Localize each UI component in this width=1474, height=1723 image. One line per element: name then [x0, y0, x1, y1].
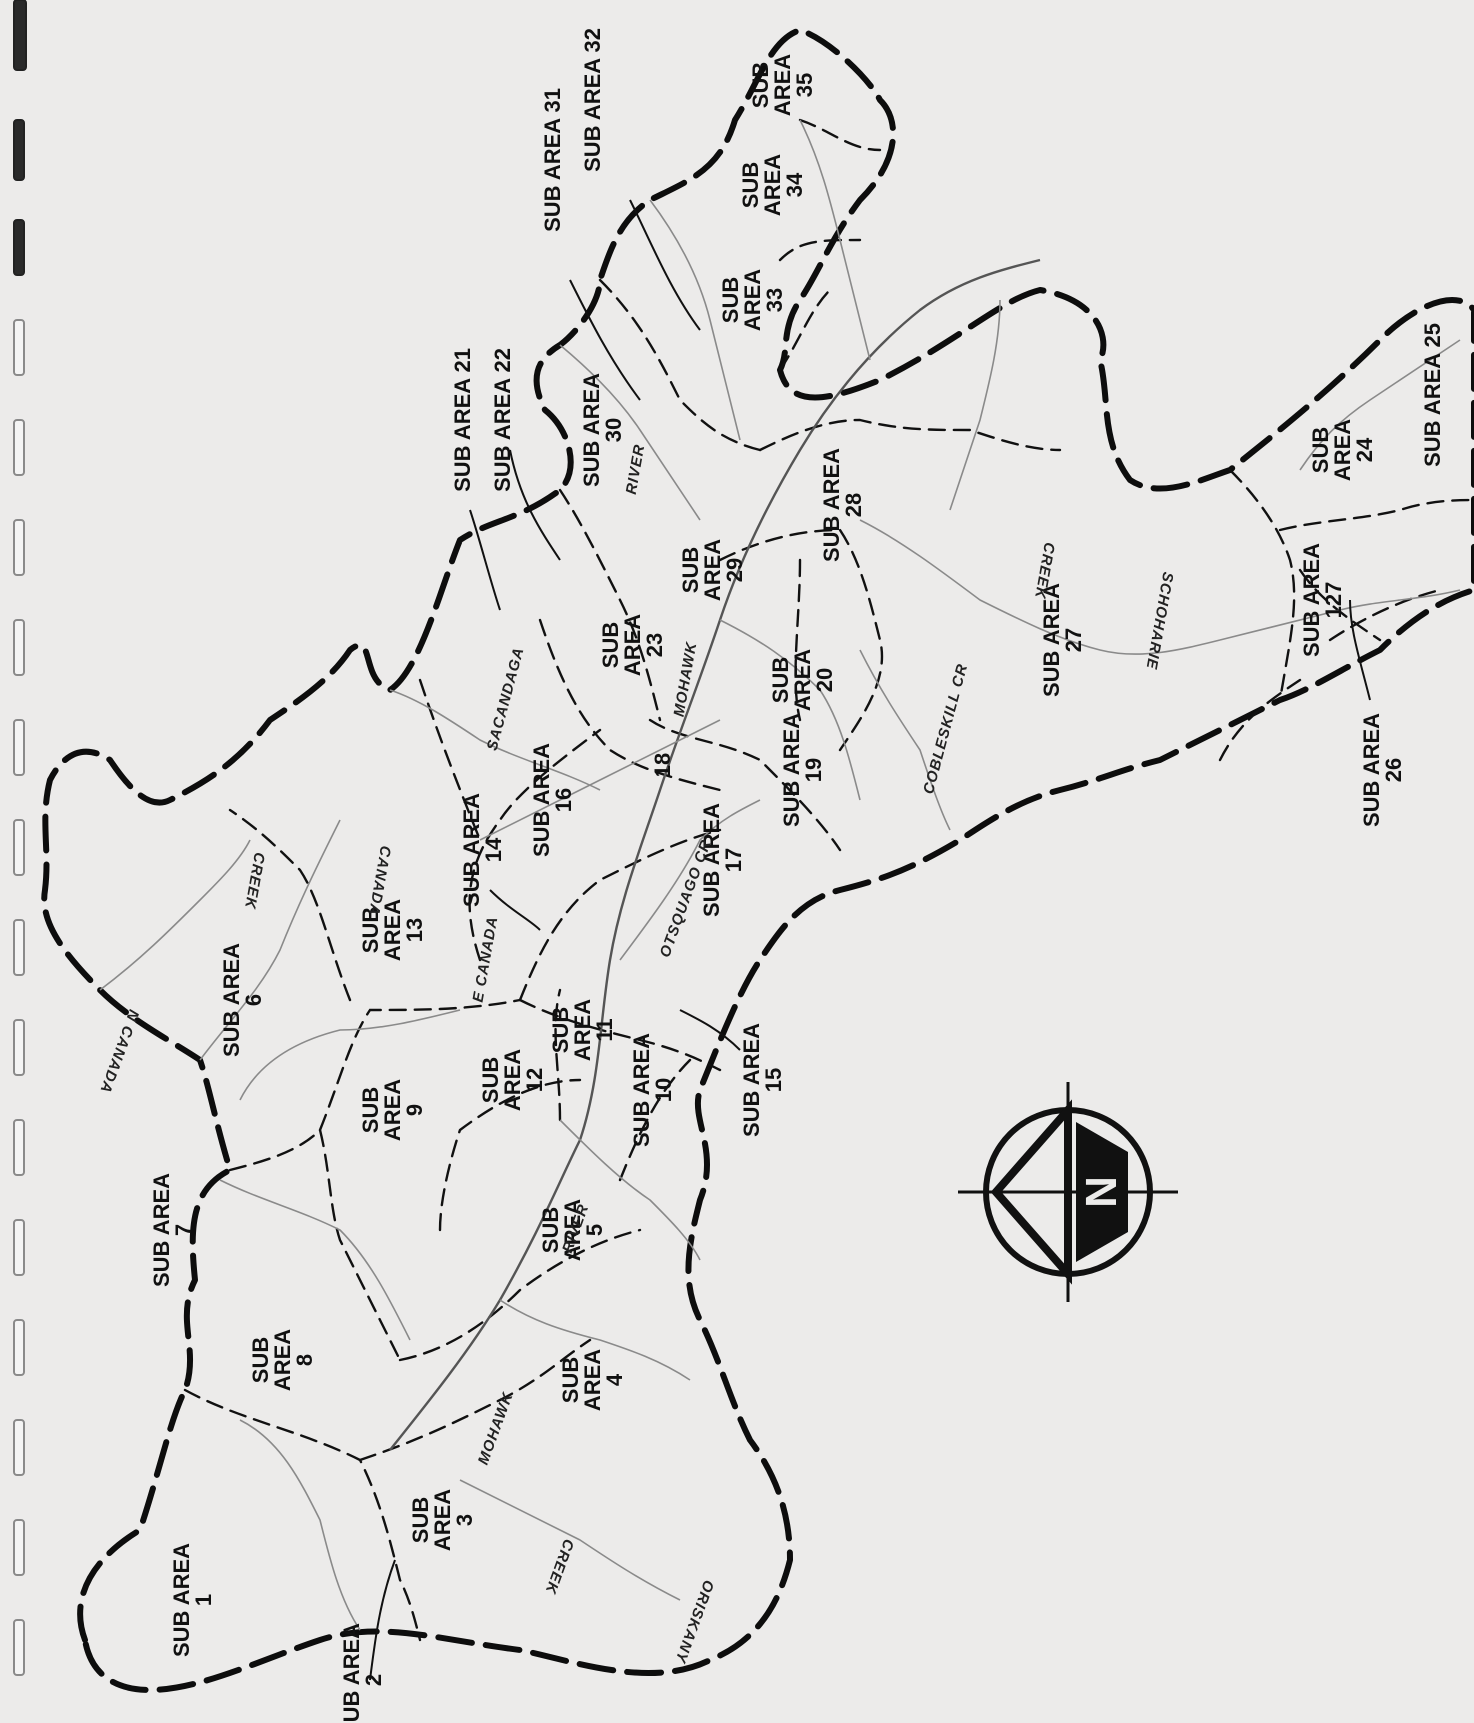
sub-area-label-31: SUB AREA 31 — [540, 88, 565, 232]
sub-area-label-5: SUBAREA5 — [538, 1199, 607, 1261]
leader-lines — [369, 199, 1371, 1681]
sub-area-label-19: SUB AREA19 — [779, 713, 826, 827]
binding-hole — [13, 1519, 25, 1576]
sub-area-label-3: SUBAREA3 — [408, 1489, 477, 1551]
sub-area-label-127: SUB AREA127 — [1299, 543, 1346, 657]
sub-area-label-1: SUB AREA1 — [169, 1543, 216, 1657]
binding-hole — [13, 0, 27, 71]
sub-area-label-24: SUBAREA24 — [1308, 419, 1377, 481]
binding-hole — [13, 1019, 25, 1076]
sub-area-label-18: 18 — [650, 753, 675, 777]
sub-area-label-27: SUB AREA27 — [1039, 583, 1086, 697]
binding-hole — [13, 119, 25, 181]
sub-area-label-25: SUB AREA 25 — [1420, 323, 1445, 467]
sub-area-label-17: SUB AREA17 — [699, 803, 746, 917]
waterway-label-sacandaga: SACANDAGA — [484, 645, 528, 752]
sub-area-label-2: SUB AREA2 — [339, 1623, 386, 1723]
waterway-label-oriskany-creek-word: CREEK — [541, 1537, 577, 1597]
sub-area-label-20: SUBAREA20 — [768, 649, 837, 711]
waterway-label-oriskany-creek: ORISKANY — [671, 1578, 717, 1667]
sub-area-label-8: SUBAREA8 — [248, 1329, 317, 1391]
sub-area-label-21: SUB AREA 21 — [450, 348, 475, 492]
north-label: N — [1077, 1176, 1126, 1208]
sub-area-label-14: SUB AREA14 — [459, 793, 506, 907]
sub-area-label-32: SUB AREA 32 — [580, 28, 605, 172]
waterway-label-mohawk-river-east: MOHAWK — [671, 640, 701, 718]
binding-hole — [13, 319, 25, 376]
sub-area-dividers — [183, 118, 1474, 1642]
sub-area-label-12: SUBAREA12 — [478, 1049, 547, 1111]
sub-area-label-13: SUBAREA13 — [358, 899, 427, 961]
binding-hole — [13, 619, 25, 676]
sub-area-label-33: SUBAREA33 — [718, 269, 787, 331]
sub-area-label-4: SUBAREA4 — [558, 1349, 627, 1411]
sub-area-label-34: SUBAREA34 — [738, 154, 807, 216]
sub-area-label-6: SUB AREA6 — [219, 943, 266, 1057]
binding-hole — [13, 519, 25, 576]
waterway-label-east-canada-creek: E CANADA — [470, 915, 502, 1004]
sub-area-label-9: SUBAREA9 — [358, 1079, 427, 1141]
binding-hole — [13, 1319, 25, 1376]
binding-hole — [13, 1419, 25, 1476]
sub-area-label-26: SUB AREA26 — [1359, 713, 1406, 827]
waterway-lines — [99, 119, 1461, 1631]
north-arrow: N — [958, 1082, 1178, 1302]
sub-area-label-11: SUBAREA11 — [548, 999, 617, 1061]
binding-hole — [13, 919, 25, 976]
sub-area-label-16: SUB AREA16 — [529, 743, 576, 857]
sub-area-label-15: SUB AREA15 — [739, 1023, 786, 1137]
binding-holes — [13, 0, 27, 1676]
waterway-label-river-east: RIVER — [623, 443, 649, 496]
binding-hole — [13, 1619, 25, 1676]
binding-hole — [13, 819, 25, 876]
sub-area-label-35: SUBAREA35 — [748, 54, 817, 116]
waterway-label-mohawk-river-west: MOHAWK — [475, 1390, 517, 1467]
mohawk-river-line — [389, 258, 1041, 1451]
binding-hole — [13, 419, 25, 476]
waterway-label-east-canada-creek-word: CREEK — [241, 851, 268, 911]
binding-hole — [13, 719, 25, 776]
sub-area-label-30: SUB AREA30 — [579, 373, 626, 487]
waterway-label-north-canada: N CANADA — [96, 1007, 142, 1096]
sub-area-label-7: SUB AREA7 — [149, 1173, 196, 1287]
binding-hole — [13, 1119, 25, 1176]
waterway-label-schoharie-creek: SCHOHARIE — [1142, 571, 1176, 671]
sub-area-label-23: SUBAREA23 — [598, 614, 667, 676]
binding-hole — [13, 219, 25, 276]
basin-boundary — [41, 27, 1474, 1693]
sub-area-label-29: SUBAREA29 — [678, 539, 747, 601]
sub-area-label-28: SUB AREA28 — [819, 448, 866, 562]
sub-area-label-10: SUB AREA10 — [629, 1033, 676, 1147]
waterway-label-cobleskill-cr: COBLESKILL CR — [920, 662, 971, 796]
sub-area-label-22: SUB AREA 22 — [490, 348, 515, 492]
binding-hole — [13, 1219, 25, 1276]
